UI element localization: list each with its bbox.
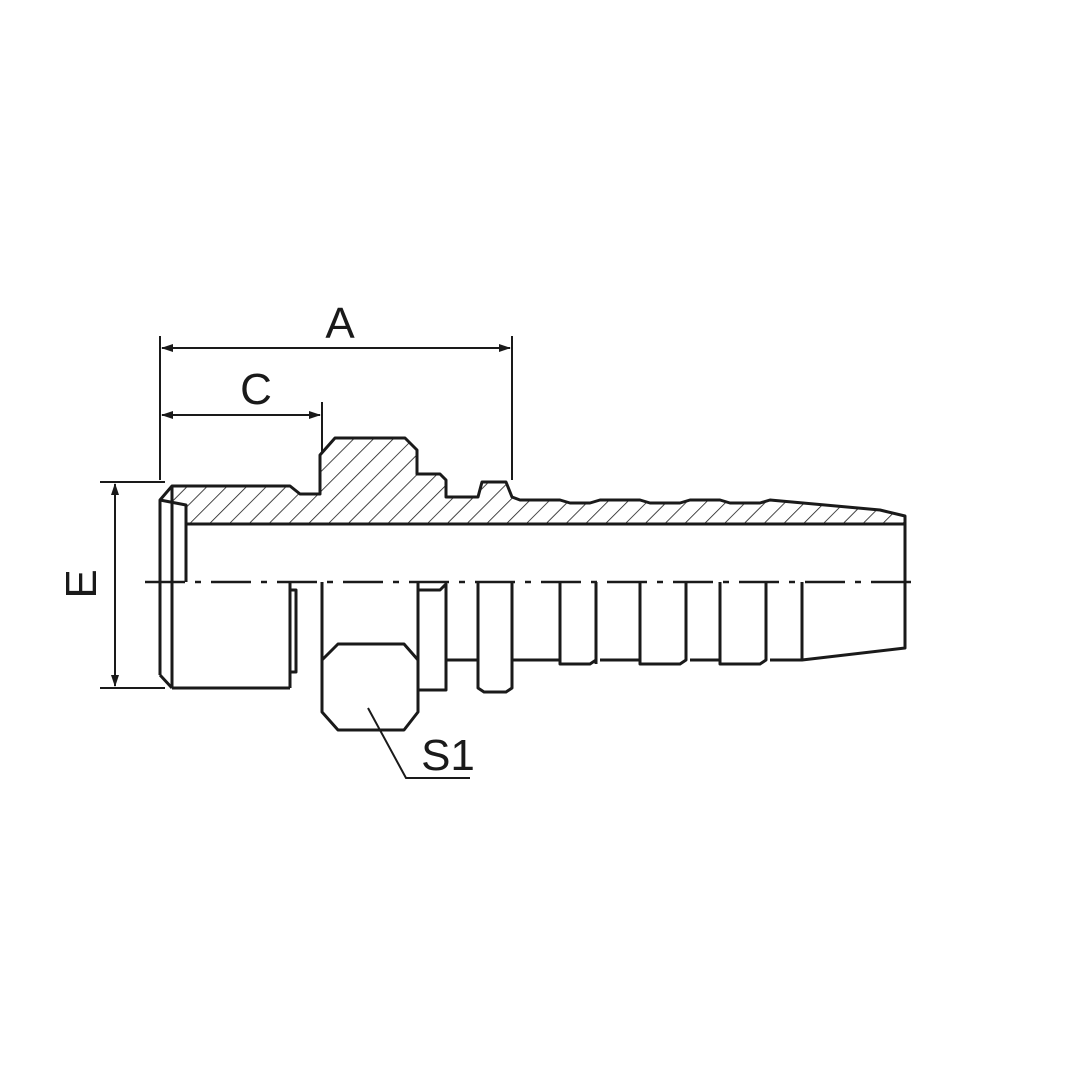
dimension-c-label: C <box>240 365 272 414</box>
dimension-a-label: A <box>325 299 355 348</box>
dimension-s1-leader <box>367 707 470 779</box>
hex-nut <box>320 582 420 732</box>
thread-section-lower <box>172 582 298 690</box>
dimension-e-label: E <box>57 569 106 598</box>
body-ring-2 <box>446 582 514 694</box>
body-ring-1 <box>418 582 448 692</box>
fitting-section-upper <box>158 436 907 526</box>
dimension-s1-label: S1 <box>421 731 475 780</box>
left-flange-lower <box>158 673 174 690</box>
hose-barbs <box>512 582 907 666</box>
